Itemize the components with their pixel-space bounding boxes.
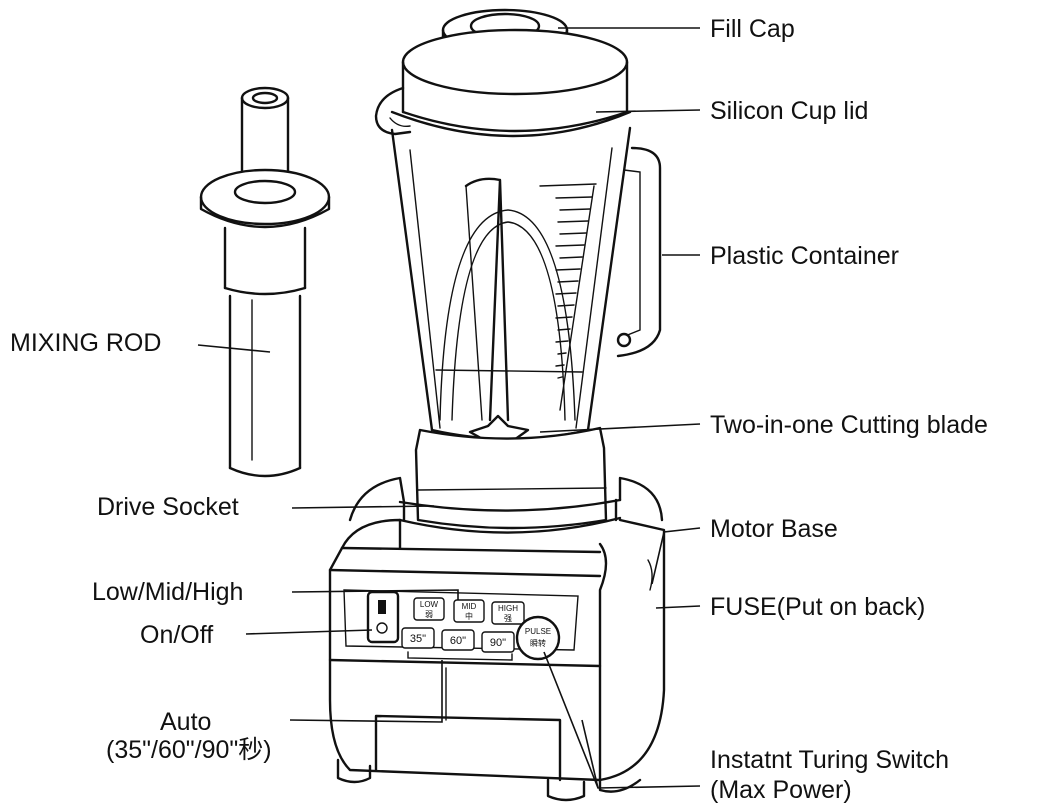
timer-90-button [481,631,515,653]
on-off-switch [366,590,400,644]
high-button-cn: 强 [504,614,512,623]
mid-button-label: MID [462,602,477,611]
pulse-button-cn: 瞬转 [530,638,546,648]
pulse-button [515,615,561,661]
control-panel: LOW 弱 MID 中 HIGH 强 35" 60" 90" PULSE 瞬转 [366,590,561,661]
part-labels: Fill Cap Silicon Cup lid Plastic Contain… [10,15,988,804]
low-button [413,597,445,621]
label-speed: Low/Mid/High [92,578,243,606]
jar-drawing [374,8,662,534]
mid-button-cn: 中 [465,611,473,621]
label-on-off: On/Off [140,621,213,649]
label-plastic-container: Plastic Container [710,242,899,270]
label-pulse-line2: (Max Power) [710,776,852,804]
label-auto-line2: (35"/60"/90"秒) [106,736,272,764]
label-pulse-line1: Instatnt Turing Switch [710,746,949,774]
label-mixing-rod: MIXING ROD [10,329,161,357]
low-button-label: LOW [420,600,439,609]
high-button-label: HIGH [498,604,518,613]
timer-90-label: 90" [490,637,506,649]
label-silicon-cup-lid: Silicon Cup lid [710,97,868,125]
label-drive-socket: Drive Socket [97,493,239,521]
pulse-button-label: PULSE [525,627,551,636]
mid-button [453,599,485,623]
label-motor-base: Motor Base [710,515,838,543]
timer-60-button [441,629,475,651]
timer-60-label: 60" [450,635,466,647]
timer-35-label: 35" [410,633,426,645]
leader-lines [197,27,701,789]
label-cutting-blade: Two-in-one Cutting blade [710,411,988,439]
high-button [491,601,525,625]
motor-base-drawing [328,476,666,802]
low-button-cn: 弱 [425,610,433,619]
label-fuse: FUSE(Put on back) [710,593,925,621]
timer-35-button [401,627,435,649]
label-auto-line1: Auto [160,708,211,736]
measurement-scale [539,183,597,411]
mixing-rod-drawing [199,86,331,478]
label-fill-cap: Fill Cap [710,15,795,43]
